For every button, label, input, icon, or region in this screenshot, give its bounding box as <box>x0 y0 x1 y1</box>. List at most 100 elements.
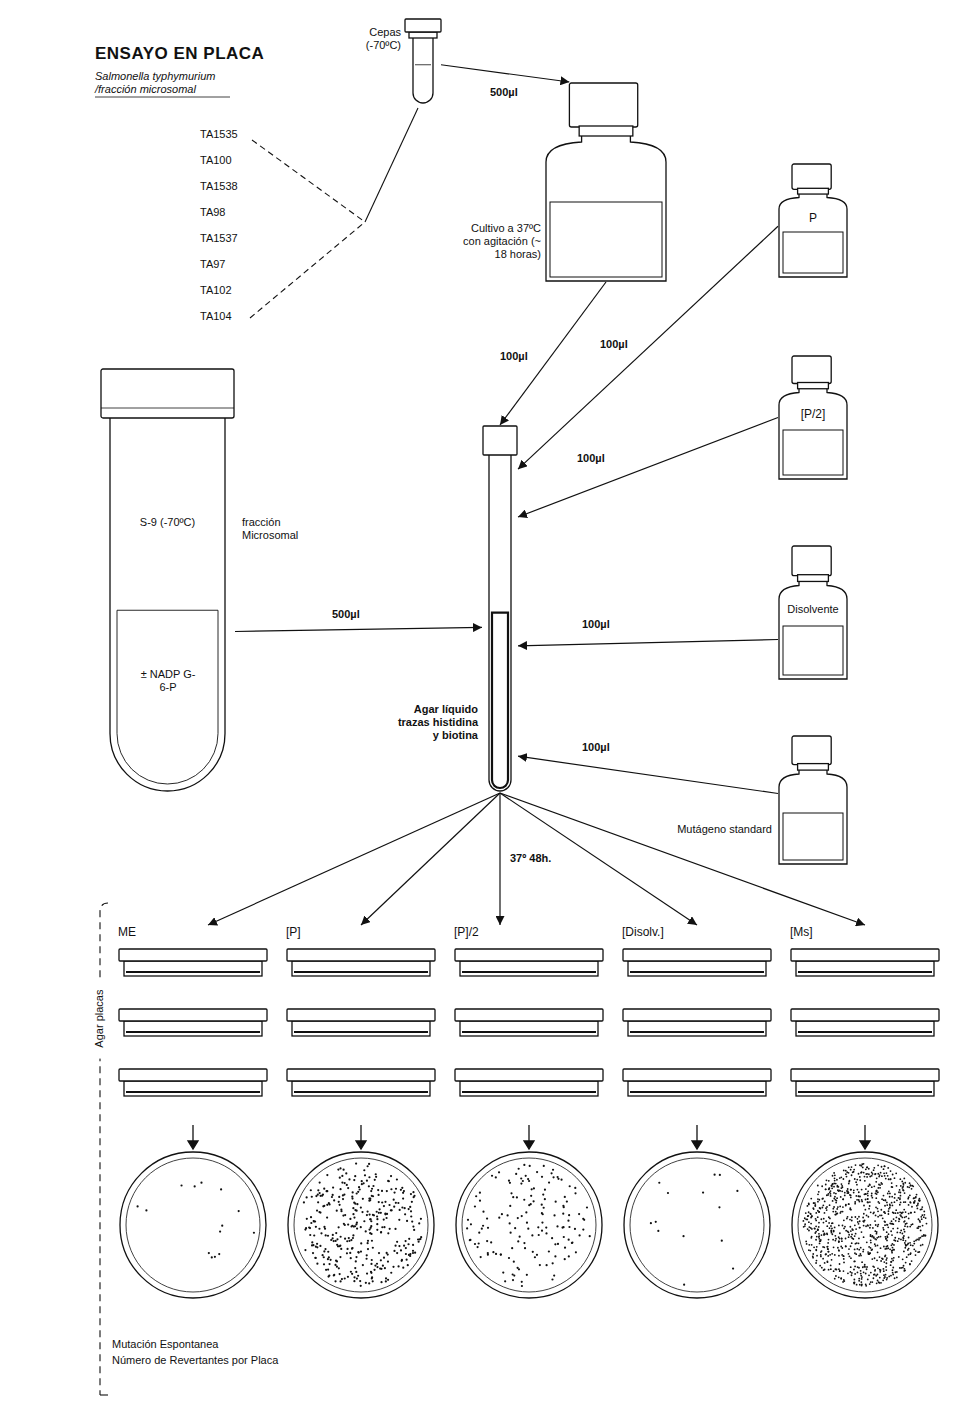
revertant-colony <box>526 1274 528 1276</box>
revertant-colony <box>369 1198 371 1200</box>
node-text: [P] <box>286 925 366 939</box>
node-text: fracción Microsomal <box>242 516 314 542</box>
revertant-colony <box>854 1249 856 1251</box>
revertant-colony <box>912 1185 914 1187</box>
revertant-colony <box>830 1195 832 1197</box>
revertant-colony <box>886 1239 888 1241</box>
revertant-colony <box>858 1223 860 1225</box>
revertant-colony <box>412 1191 414 1193</box>
revertant-colony <box>355 1260 357 1262</box>
revertant-colony <box>920 1209 922 1211</box>
revertant-colony <box>819 1265 821 1267</box>
revertant-colony <box>351 1196 353 1198</box>
revertant-colony <box>515 1173 517 1175</box>
revertant-colony <box>867 1201 869 1203</box>
revertant-colony <box>919 1200 921 1202</box>
revertant-colony <box>863 1266 865 1268</box>
revertant-colony <box>901 1180 903 1182</box>
revertant-colony <box>304 1249 306 1251</box>
revertant-colony <box>891 1182 893 1184</box>
strain-name: TA98 <box>200 206 225 219</box>
revertant-colony <box>808 1211 810 1213</box>
revertant-colony <box>313 1234 315 1236</box>
revertant-colony <box>517 1267 519 1269</box>
revertant-colony <box>319 1245 321 1247</box>
revertant-colony <box>824 1201 826 1203</box>
revertant-colony <box>407 1264 409 1266</box>
revertant-colony <box>827 1248 829 1250</box>
revertant-colony <box>853 1269 855 1271</box>
revertant-colony <box>514 1227 516 1229</box>
revertant-colony <box>822 1204 824 1206</box>
revertant-colony <box>850 1245 852 1247</box>
revertant-colony <box>340 1210 342 1212</box>
revertant-colony <box>376 1223 378 1225</box>
revertant-colony <box>531 1234 533 1236</box>
revertant-colony <box>323 1263 325 1265</box>
revertant-colony <box>863 1172 865 1174</box>
revertant-colony <box>380 1259 382 1261</box>
revertant-colony <box>826 1209 828 1211</box>
revertant-colony <box>845 1245 847 1247</box>
revertant-colony <box>363 1220 365 1222</box>
revertant-colony <box>390 1209 392 1211</box>
revertant-colony <box>807 1205 809 1207</box>
revertant-colony <box>838 1240 840 1242</box>
revertant-colony <box>860 1281 862 1283</box>
plates-bracket <box>100 1394 108 1395</box>
revertant-colony <box>874 1274 876 1276</box>
revertant-colony <box>361 1180 363 1182</box>
revertant-colony <box>896 1199 898 1201</box>
revertant-colony <box>855 1195 857 1197</box>
revertant-colony <box>833 1206 835 1208</box>
revertant-colony <box>356 1277 358 1279</box>
revertant-colony <box>568 1214 570 1216</box>
revertant-colony <box>891 1250 893 1252</box>
revertant-colony <box>904 1268 906 1270</box>
revertant-colony <box>844 1192 846 1194</box>
revertant-colony <box>816 1260 818 1262</box>
revertant-colony <box>343 1193 345 1195</box>
revertant-colony <box>846 1176 848 1178</box>
top-agar-tube-outline <box>482 425 518 793</box>
revertant-colony <box>863 1163 865 1165</box>
revertant-colony <box>855 1233 857 1235</box>
revertant-colony <box>324 1248 326 1250</box>
revertant-colony <box>845 1173 847 1175</box>
revertant-colony <box>861 1231 863 1233</box>
mutagen-bottle-outline <box>778 735 848 865</box>
revertant-colony <box>837 1206 839 1208</box>
revertant-colony <box>923 1235 925 1237</box>
revertant-colony <box>835 1183 837 1185</box>
revertant-colony <box>313 1220 315 1222</box>
revertant-colony <box>538 1234 540 1236</box>
revertant-colony <box>384 1212 386 1214</box>
revertant-colony <box>848 1236 850 1238</box>
revertant-colony <box>657 1230 659 1232</box>
revertant-colony <box>869 1224 871 1226</box>
revertant-colony <box>850 1236 852 1238</box>
revertant-colony <box>560 1179 562 1181</box>
node-text: [Ms] <box>790 925 870 939</box>
node-text: Agar líquido trazas histidina y biotina <box>392 703 478 743</box>
revertant-colony <box>910 1212 912 1214</box>
revertant-colony <box>910 1185 912 1187</box>
revertant-colony <box>891 1196 893 1198</box>
revertant-colony <box>861 1276 863 1278</box>
revertant-colony <box>876 1282 878 1284</box>
revertant-colony <box>877 1173 879 1175</box>
revertant-colony <box>372 1195 374 1197</box>
revertant-colony <box>500 1253 502 1255</box>
revertant-colony <box>852 1229 854 1231</box>
revertant-colony <box>838 1189 840 1191</box>
revertant-colony <box>303 1201 305 1203</box>
revertant-colony <box>805 1212 807 1214</box>
revertant-colony <box>838 1249 840 1251</box>
revertant-colony <box>350 1257 352 1259</box>
revertant-colony <box>891 1186 893 1188</box>
revertant-colony <box>846 1171 848 1173</box>
revertant-colony <box>311 1244 313 1246</box>
revertant-colony <box>339 1188 341 1190</box>
revertant-colony <box>368 1185 370 1187</box>
revertant-colony <box>887 1236 889 1238</box>
